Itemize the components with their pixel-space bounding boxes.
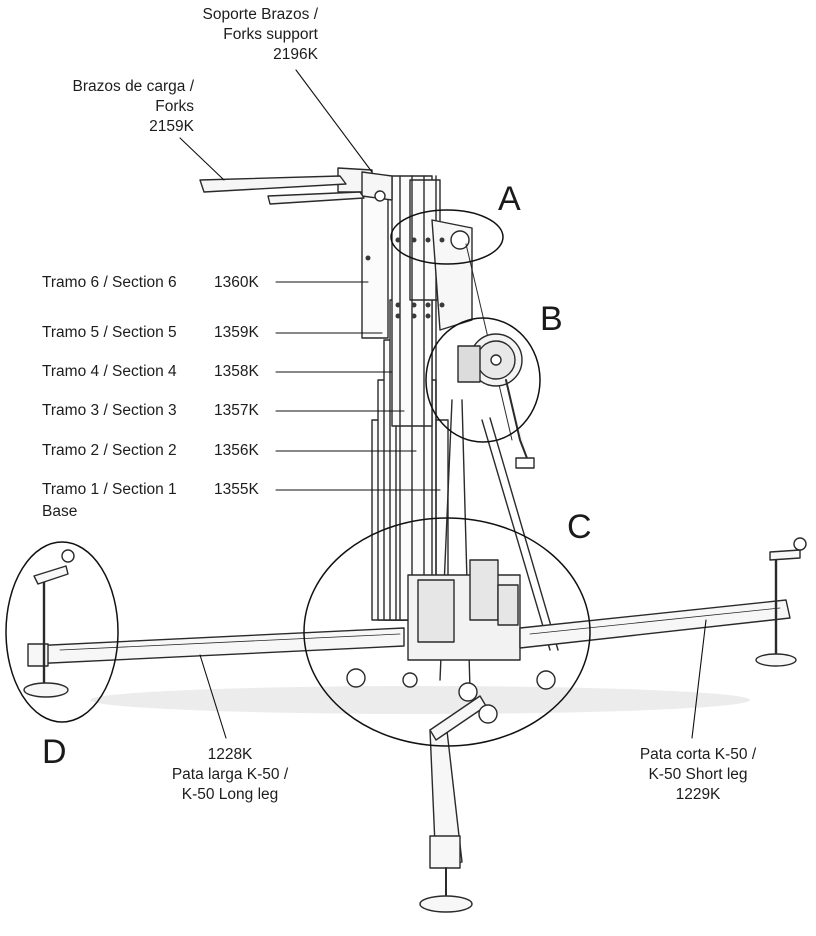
forks-line2: Forks: [155, 98, 194, 115]
section-4-label: Tramo 4 / Section 4: [42, 363, 177, 380]
section-2-label: Tramo 2 / Section 2: [42, 442, 177, 459]
detail-marker-c: C: [567, 508, 592, 546]
short-leg-line1: Pata corta K-50 /: [639, 746, 757, 763]
left-foot: [23, 549, 75, 698]
long-leg-code: 1228K: [207, 746, 253, 763]
section-5-label: Tramo 5 / Section 5: [42, 324, 177, 341]
detail-marker-b: B: [540, 300, 563, 338]
section-5-code: 1359K: [214, 324, 259, 341]
section-6-code: 1360K: [214, 274, 259, 291]
base-block: [407, 559, 521, 661]
forks-line1: Brazos de carga /: [72, 78, 194, 95]
long-leg-line2: K-50 Long leg: [181, 786, 279, 803]
short-leg-code: 1229K: [675, 786, 721, 803]
detail-a-circle: [390, 209, 504, 265]
section-3-code: 1357K: [214, 402, 259, 419]
section-holes: [365, 237, 445, 319]
forks: [199, 175, 365, 205]
forks-support: [337, 167, 393, 202]
forks-support-label: Soporte Brazos / Forks support 2196K: [150, 5, 318, 65]
short-leg: [519, 599, 791, 649]
forks-support-code: 2196K: [273, 46, 318, 63]
long-leg-label: 1228K Pata larga K-50 / K-50 Long leg: [150, 745, 310, 805]
section-6-label: Tramo 6 / Section 6: [42, 274, 177, 291]
long-leg: [27, 627, 405, 667]
front-leg: [419, 682, 487, 913]
forks-code: 2159K: [149, 118, 194, 135]
forks-support-line1: Soporte Brazos /: [202, 6, 318, 23]
detail-c-circle: [303, 517, 591, 747]
short-leg-line2: K-50 Short leg: [648, 766, 748, 783]
section-1-label: Tramo 1 / Section 1: [42, 481, 177, 498]
detail-marker-a: A: [498, 180, 521, 218]
winch: [457, 333, 535, 469]
leader-lines: [179, 69, 707, 739]
top-pulley: [450, 230, 470, 250]
section-3-label: Tramo 3 / Section 3: [42, 402, 177, 419]
detail-circles: [5, 209, 591, 747]
detail-marker-d: D: [42, 733, 67, 771]
section-1-sublabel: Base: [42, 503, 78, 520]
right-foot: [755, 537, 807, 667]
detail-b-circle: [425, 317, 541, 443]
long-leg-line1: Pata larga K-50 /: [171, 766, 289, 783]
section-1-code: 1355K: [214, 481, 259, 498]
short-leg-label: Pata corta K-50 / K-50 Short leg 1229K: [618, 745, 778, 805]
forks-label: Brazos de carga / Forks 2159K: [20, 77, 194, 137]
mast: [361, 175, 449, 621]
forks-support-line2: Forks support: [223, 26, 318, 43]
floor-shadow: [90, 686, 750, 714]
section-2-code: 1356K: [214, 442, 259, 459]
detail-d-circle: [5, 541, 119, 723]
casters: [346, 668, 556, 724]
section-4-code: 1358K: [214, 363, 259, 380]
